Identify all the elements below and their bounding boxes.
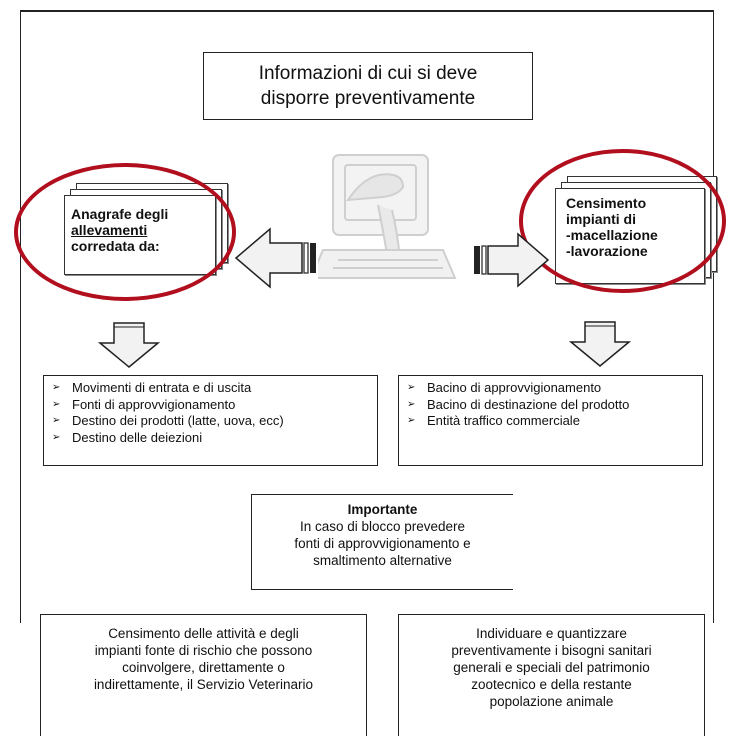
list-item: Fonti di approvvigionamento [52,397,369,414]
important-title: Importante [347,502,418,517]
bottom-left-box: Censimento delle attività e degli impian… [40,614,367,736]
arrow-left-icon [234,227,316,289]
bottom-right-line-5: popolazione animale [489,694,614,709]
bottom-right-line-1: Individuare e quantizzare [476,626,627,641]
important-line-3: smaltimento alternative [313,553,452,568]
outer-frame [20,10,714,623]
arrow-down-icon [98,322,160,368]
computer-hand-icon [318,154,457,279]
bottom-right-line-3: generali e speciali del patrimonio [453,660,650,675]
arrow-down-icon [569,321,631,367]
list-item: Destino delle deiezioni [52,430,369,447]
list-item: Movimenti di entrata e di uscita [52,380,369,397]
right-highlight-ellipse [519,149,726,293]
bottom-left-line-4: indirettamente, il Servizio Veterinario [93,677,314,692]
right-list-box: Bacino di approvvigionamento Bacino di d… [398,375,703,466]
list-item: Bacino di approvvigionamento [407,380,694,397]
bottom-right-line-4: zootecnico e della restante [471,677,632,692]
bottom-left-line-1: Censimento delle attività e degli [108,626,299,641]
important-line-2: fonti di approvvigionamento e [294,536,471,551]
left-list-box: Movimenti di entrata e di uscita Fonti d… [43,375,378,466]
list-item: Destino dei prodotti (latte, uova, ecc) [52,413,369,430]
list-item: Bacino di destinazione del prodotto [407,397,657,414]
list-item: Entità traffico commerciale [407,413,694,430]
important-box: Importante In caso di blocco prevedere f… [251,494,513,590]
bottom-right-line-2: preventivamente i bisogni sanitari [451,643,652,658]
title-line-1: Informazioni di cui si deve [258,63,478,84]
bottom-right-box: Individuare e quantizzare preventivament… [398,614,705,736]
bottom-left-line-3: coinvolgere, direttamente o [122,660,285,675]
bottom-left-line-2: impianti fonte di rischio che possono [94,643,313,658]
arrow-right-icon [474,232,550,288]
left-highlight-ellipse [14,163,236,301]
title-line-2: disporre preventivamente [260,88,476,109]
title-box: Informazioni di cui si deve disporre pre… [203,52,533,120]
important-line-1: In caso di blocco prevedere [299,519,466,534]
